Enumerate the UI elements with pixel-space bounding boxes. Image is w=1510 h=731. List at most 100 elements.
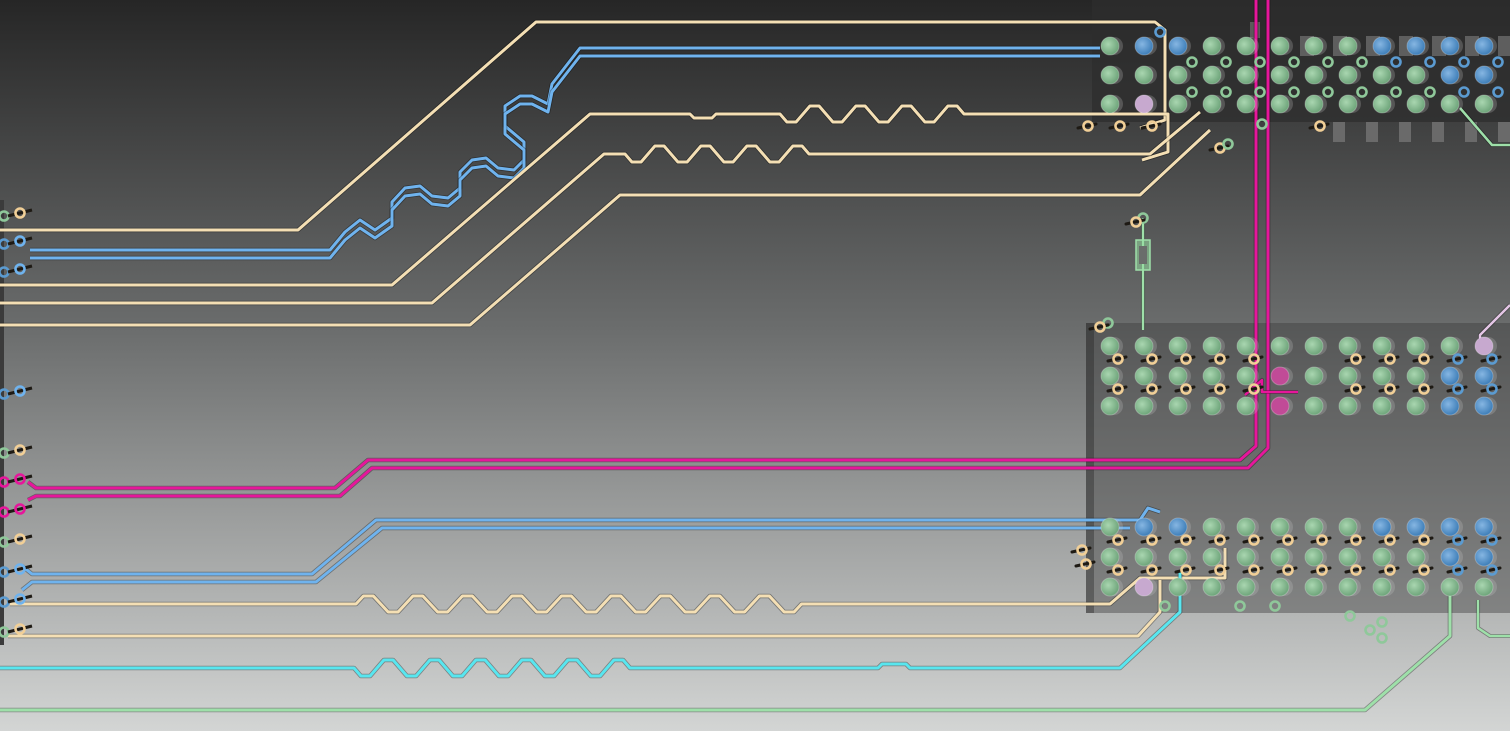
connector-via[interactable] <box>14 235 26 247</box>
bga-ball[interactable] <box>1270 577 1290 597</box>
bga-ball[interactable] <box>1440 65 1460 85</box>
bga-ball[interactable] <box>1202 517 1222 537</box>
via[interactable] <box>1146 534 1158 546</box>
trace-segment[interactable] <box>0 128 1212 327</box>
bga-ball[interactable] <box>1134 336 1154 356</box>
via[interactable] <box>1288 86 1300 98</box>
bga-ball[interactable] <box>1134 547 1154 567</box>
via[interactable] <box>1322 56 1334 68</box>
bga-ball[interactable] <box>1406 366 1426 386</box>
bga-ball[interactable] <box>1168 366 1188 386</box>
bga-ball[interactable] <box>1304 396 1324 416</box>
via[interactable] <box>1180 383 1192 395</box>
net-magenta-n[interactable] <box>26 0 1271 503</box>
bga-ball[interactable] <box>1168 336 1188 356</box>
bga-ball[interactable] <box>1474 577 1494 597</box>
bga-ball[interactable] <box>1236 366 1256 386</box>
bga-ball[interactable] <box>1202 366 1222 386</box>
via[interactable] <box>1248 383 1260 395</box>
via[interactable] <box>1220 86 1232 98</box>
bga-ball[interactable] <box>1304 366 1324 386</box>
bga-ball[interactable] <box>1270 517 1290 537</box>
bga-ball[interactable] <box>1440 36 1460 56</box>
via[interactable] <box>1424 86 1436 98</box>
bga-ball[interactable] <box>1100 366 1120 386</box>
bga-ball[interactable] <box>1304 65 1324 85</box>
via[interactable] <box>1282 564 1294 576</box>
via[interactable] <box>1452 564 1464 576</box>
via[interactable] <box>1418 564 1430 576</box>
bga-ball[interactable] <box>1338 517 1358 537</box>
via[interactable] <box>1130 216 1142 228</box>
via[interactable] <box>1159 600 1171 612</box>
bga-ball[interactable] <box>1134 36 1154 56</box>
via[interactable] <box>1254 56 1266 68</box>
via[interactable] <box>1214 534 1226 546</box>
net-cream-serpentine-3[interactable] <box>10 548 1228 615</box>
bga-ball[interactable] <box>1372 94 1392 114</box>
bga-ball[interactable] <box>1236 94 1256 114</box>
bga-ball[interactable] <box>1168 36 1188 56</box>
via[interactable] <box>1180 564 1192 576</box>
via[interactable] <box>1350 353 1362 365</box>
via[interactable] <box>1234 600 1246 612</box>
bga-ball[interactable] <box>1372 336 1392 356</box>
net-green-topright[interactable] <box>1458 106 1510 148</box>
bga-ball[interactable] <box>1474 366 1494 386</box>
bga-ball[interactable] <box>1338 36 1358 56</box>
bga-ball[interactable] <box>1474 336 1494 356</box>
bga-ball[interactable] <box>1372 36 1392 56</box>
bga-ball[interactable] <box>1406 36 1426 56</box>
via[interactable] <box>1186 56 1198 68</box>
bga-ball[interactable] <box>1134 396 1154 416</box>
bga-ball[interactable] <box>1202 336 1222 356</box>
via[interactable] <box>1082 120 1094 132</box>
via[interactable] <box>1076 544 1088 556</box>
bga-ball[interactable] <box>1202 577 1222 597</box>
bga-ball[interactable] <box>1100 396 1120 416</box>
bga-ball[interactable] <box>1406 577 1426 597</box>
via[interactable] <box>1214 564 1226 576</box>
bga-ball[interactable] <box>1474 94 1494 114</box>
via[interactable] <box>1452 383 1464 395</box>
bga-ball[interactable] <box>1372 577 1392 597</box>
via[interactable] <box>1248 353 1260 365</box>
bga-ball[interactable] <box>1338 65 1358 85</box>
bga-ball[interactable] <box>1134 65 1154 85</box>
bga-ball[interactable] <box>1100 577 1120 597</box>
bga-ball[interactable] <box>1168 65 1188 85</box>
via[interactable] <box>1180 534 1192 546</box>
net-cream-serpentine-1[interactable] <box>0 103 1171 288</box>
via[interactable] <box>1458 56 1470 68</box>
net-magenta-p[interactable] <box>26 0 1259 491</box>
bga-ball[interactable] <box>1168 577 1188 597</box>
bga-ball[interactable] <box>1202 36 1222 56</box>
bga-ball[interactable] <box>1338 336 1358 356</box>
via[interactable] <box>1356 86 1368 98</box>
bga-ball[interactable] <box>1474 36 1494 56</box>
via[interactable] <box>1112 353 1124 365</box>
trace-segment[interactable] <box>8 580 1162 638</box>
via[interactable] <box>1384 564 1396 576</box>
via[interactable] <box>1356 56 1368 68</box>
via[interactable] <box>1214 353 1226 365</box>
trace-segment[interactable] <box>30 46 1100 252</box>
bga-ball[interactable] <box>1168 94 1188 114</box>
trace-segment[interactable] <box>30 54 1100 260</box>
bga-ball[interactable] <box>1168 517 1188 537</box>
bga-ball[interactable] <box>1372 366 1392 386</box>
bga-ball[interactable] <box>1304 577 1324 597</box>
bga-ball[interactable] <box>1406 94 1426 114</box>
via[interactable] <box>1222 138 1234 150</box>
via[interactable] <box>1424 56 1436 68</box>
bga-ball[interactable] <box>1440 94 1460 114</box>
bga-ball[interactable] <box>1270 396 1290 416</box>
via[interactable] <box>1288 56 1300 68</box>
bga-ball[interactable] <box>1236 577 1256 597</box>
connector-via[interactable] <box>14 473 26 485</box>
bga-ball[interactable] <box>1304 336 1324 356</box>
via[interactable] <box>1314 120 1326 132</box>
via[interactable] <box>1418 534 1430 546</box>
connector-via[interactable] <box>14 207 26 219</box>
trace-segment[interactable] <box>0 110 1201 305</box>
